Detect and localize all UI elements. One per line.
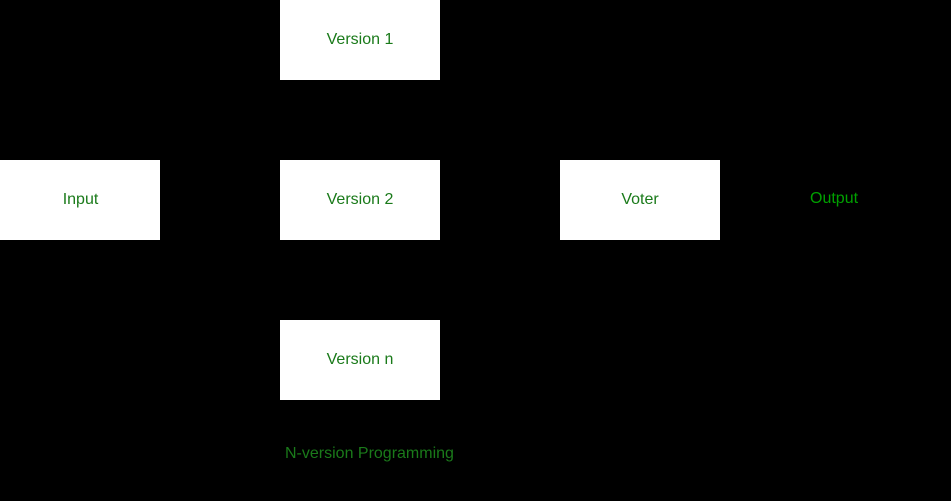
diagram-caption: N-version Programming — [285, 445, 454, 462]
node-version-1[interactable]: Version 1 — [280, 0, 440, 80]
node-voter-label: Voter — [621, 191, 659, 208]
node-voter[interactable]: Voter — [560, 160, 720, 240]
node-input-label: Input — [62, 191, 99, 208]
node-version-2-label: Version 2 — [326, 191, 394, 208]
node-version-n[interactable]: Version n — [280, 320, 440, 400]
node-version-n-label: Version n — [326, 351, 394, 368]
node-version-1-label: Version 1 — [326, 30, 394, 48]
output-label: Output — [810, 190, 859, 207]
node-version-2[interactable]: Version 2 — [280, 160, 440, 240]
node-input[interactable]: Input — [0, 160, 160, 240]
